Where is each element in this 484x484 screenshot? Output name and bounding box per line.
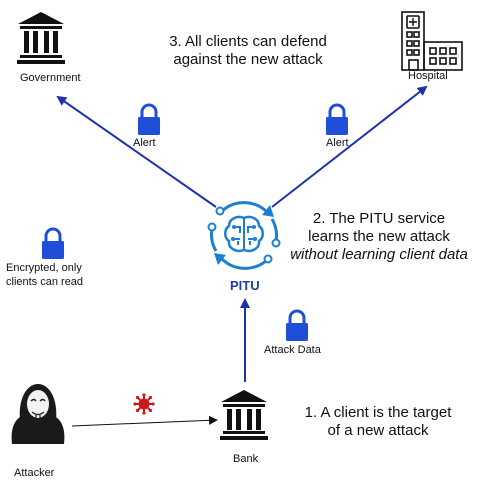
arrow-pitu-to-government	[56, 95, 217, 208]
virus-icon	[133, 393, 155, 415]
government-label: Government	[20, 72, 81, 84]
step2-line1: 2. The PITU service	[312, 210, 446, 227]
step3-line1: 3. All clients can defend	[169, 33, 327, 50]
encrypted-note: Encrypted, only clients can read	[6, 261, 83, 289]
lock-icon-alert-left	[138, 103, 160, 135]
step1-text: 1. A client is the target of a new attac…	[290, 404, 466, 440]
ai-brain-icon	[207, 201, 281, 270]
alert-label-right: Alert	[326, 137, 349, 149]
pitu-label: PITU	[230, 278, 260, 293]
attack-data-label: Attack Data	[264, 344, 321, 356]
lock-icon-alert-right	[326, 103, 348, 135]
bank-label: Bank	[233, 453, 259, 465]
bank-building-icon	[220, 390, 268, 440]
arrow-attacker-to-bank	[71, 415, 218, 427]
hooded-hacker-icon	[11, 384, 65, 444]
step2-line2: learns the new attack	[308, 228, 450, 245]
lock-icon-attack-data	[286, 309, 308, 341]
step3-text: 3. All clients can defend against the ne…	[150, 33, 346, 69]
step2-line3: without learning client data	[290, 246, 468, 263]
hospital-label: Hospital	[408, 70, 448, 82]
arrow-pitu-to-hospital	[271, 85, 428, 208]
hospital-icon	[401, 11, 463, 71]
government-bank-building-icon	[17, 12, 65, 64]
step3-line2: against the new attack	[173, 51, 323, 68]
lock-icon-encrypted	[42, 227, 64, 259]
encrypted-line2: clients can read	[6, 276, 84, 288]
alert-label-left: Alert	[133, 137, 156, 149]
step1-line1: 1. A client is the target	[304, 404, 452, 421]
step1-line2: of a new attack	[327, 422, 429, 439]
encrypted-line1: Encrypted, only	[6, 262, 82, 274]
attacker-label: Attacker	[14, 467, 55, 479]
step2-text: 2. The PITU service learns the new attac…	[286, 210, 472, 264]
